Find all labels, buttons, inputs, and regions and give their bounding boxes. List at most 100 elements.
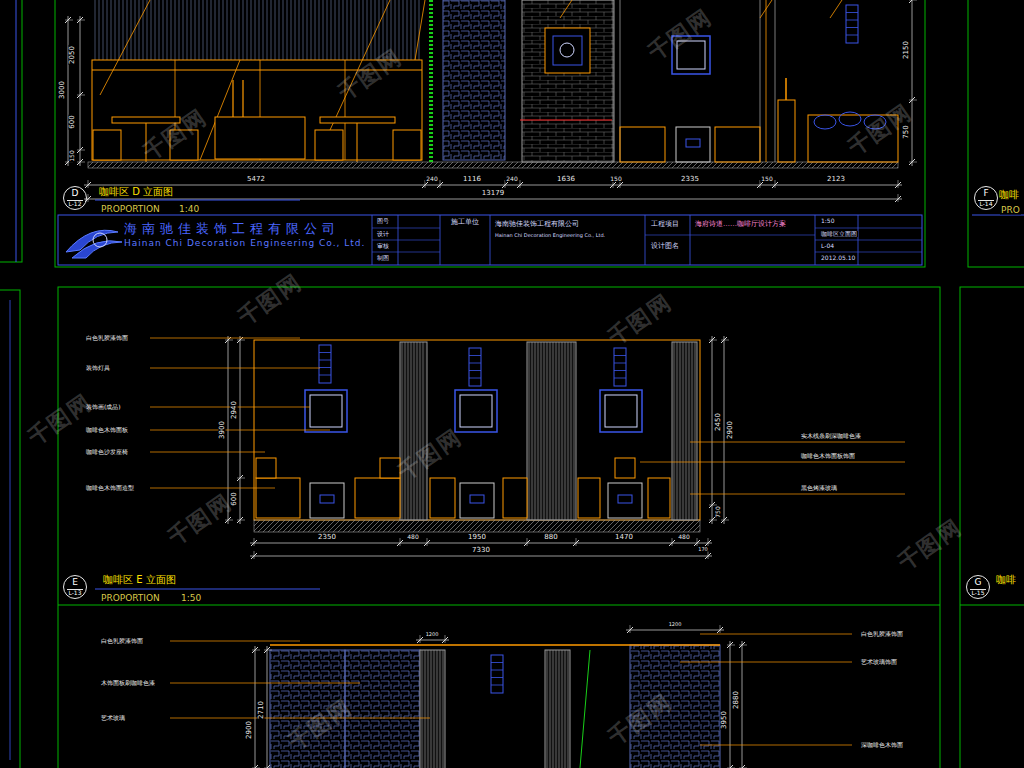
sheet-number: L-15: [970, 589, 985, 596]
material-callout: 咖啡色沙发座椅: [85, 449, 129, 455]
lamp-symbol: [614, 363, 626, 364]
slat-line: [347, 0, 348, 60]
slat-line: [183, 0, 184, 60]
slat-line: [359, 0, 360, 60]
title-block-line: [490, 215, 491, 265]
slat-line: [259, 0, 260, 60]
floor-hatch: [88, 162, 898, 168]
slat-line: [532, 342, 533, 520]
dimension: 2900: [727, 420, 734, 440]
material-callout: 装饰灯具: [85, 365, 111, 371]
company-name: 海南驰佳装饰工程有限公司: [124, 222, 369, 236]
dimension: 170: [697, 547, 709, 552]
material-callout: 木饰面板刷咖啡色漆: [100, 680, 156, 686]
extension-line: [727, 645, 735, 646]
sheet-border: [58, 605, 940, 606]
leader-line: [170, 718, 430, 719]
slat-line: [239, 0, 240, 60]
section-marker: DL-12: [63, 186, 88, 211]
extension-line: [909, 0, 917, 1]
slat-line: [195, 0, 196, 60]
extension-line: [909, 162, 917, 163]
slat-line: [571, 342, 572, 520]
extension-line: [254, 551, 255, 559]
floor-hatch: [254, 520, 700, 532]
slat-line: [255, 0, 256, 60]
slat-line: [559, 650, 560, 768]
fluted-column: [527, 342, 576, 520]
leader-line: [415, 0, 425, 60]
extension-line: [420, 635, 421, 643]
extension-line: [252, 650, 260, 651]
slat-line: [529, 342, 530, 520]
extension-line: [77, 162, 85, 163]
title-block-line: [372, 228, 440, 229]
material-callout: 深咖啡色木饰面: [860, 742, 904, 748]
lamp-symbol: [491, 662, 503, 663]
slat-line: [159, 0, 160, 60]
project-name: 海府诗道……咖啡厅设计方案: [694, 221, 787, 228]
side-cabinet: [676, 127, 710, 162]
extension-line: [445, 635, 446, 643]
company-logo: [66, 230, 122, 258]
lamp-symbol: [846, 12, 858, 13]
slat-line: [99, 0, 100, 60]
side-cabinet: [460, 483, 494, 518]
cushion: [839, 112, 861, 126]
dimension-line: [712, 336, 713, 524]
title-block-line: [972, 215, 1024, 216]
fluted-column: [545, 650, 570, 768]
slat-line: [431, 650, 432, 768]
section-letter: F: [982, 189, 989, 198]
lamp-symbol: [469, 348, 481, 386]
extension-line: [576, 538, 577, 546]
slat-line: [211, 0, 212, 60]
slat-line: [425, 650, 426, 768]
slat-line: [279, 0, 280, 60]
leader-line: [700, 745, 852, 746]
slat-line: [235, 0, 236, 60]
title-block: [58, 215, 922, 265]
armchair: [715, 127, 760, 162]
dimension: 13179: [481, 190, 505, 197]
lamp-symbol: [491, 670, 503, 671]
extension-line: [400, 538, 401, 546]
dimension: 3900: [219, 420, 226, 440]
slat-line: [139, 0, 140, 60]
leader-line: [760, 0, 772, 18]
watermark: 千图网: [603, 290, 676, 350]
lamp-symbol: [846, 27, 858, 28]
extension-line: [709, 520, 717, 521]
extension-line: [709, 340, 717, 341]
slat-line: [674, 342, 675, 520]
screen-post: [345, 60, 346, 160]
slat-line: [127, 0, 128, 60]
slat-line: [402, 342, 403, 520]
title-block-line: [815, 252, 922, 253]
slat-line: [411, 342, 412, 520]
extension-line: [775, 180, 776, 188]
slat-line: [131, 0, 132, 60]
slat-line: [403, 0, 404, 60]
slat-line: [251, 0, 252, 60]
slat-line: [295, 0, 296, 60]
slat-line: [179, 0, 180, 60]
slat-line: [437, 650, 438, 768]
picture-frame: [605, 395, 637, 427]
slat-line: [243, 0, 244, 60]
extension-line: [440, 180, 441, 188]
slat-line: [415, 0, 416, 60]
wall-ornament: [553, 36, 582, 65]
dimension: 2335: [680, 176, 700, 183]
slat-line: [263, 0, 264, 60]
extension-line: [65, 20, 73, 21]
section-letter: E: [71, 578, 79, 587]
slat-line: [283, 0, 284, 60]
table: [320, 117, 395, 123]
extension-line: [77, 95, 85, 96]
dimension-tick: [909, 0, 915, 3]
picture-frame: [455, 390, 497, 432]
slat-line: [175, 0, 176, 60]
dimension: 150: [760, 176, 773, 182]
